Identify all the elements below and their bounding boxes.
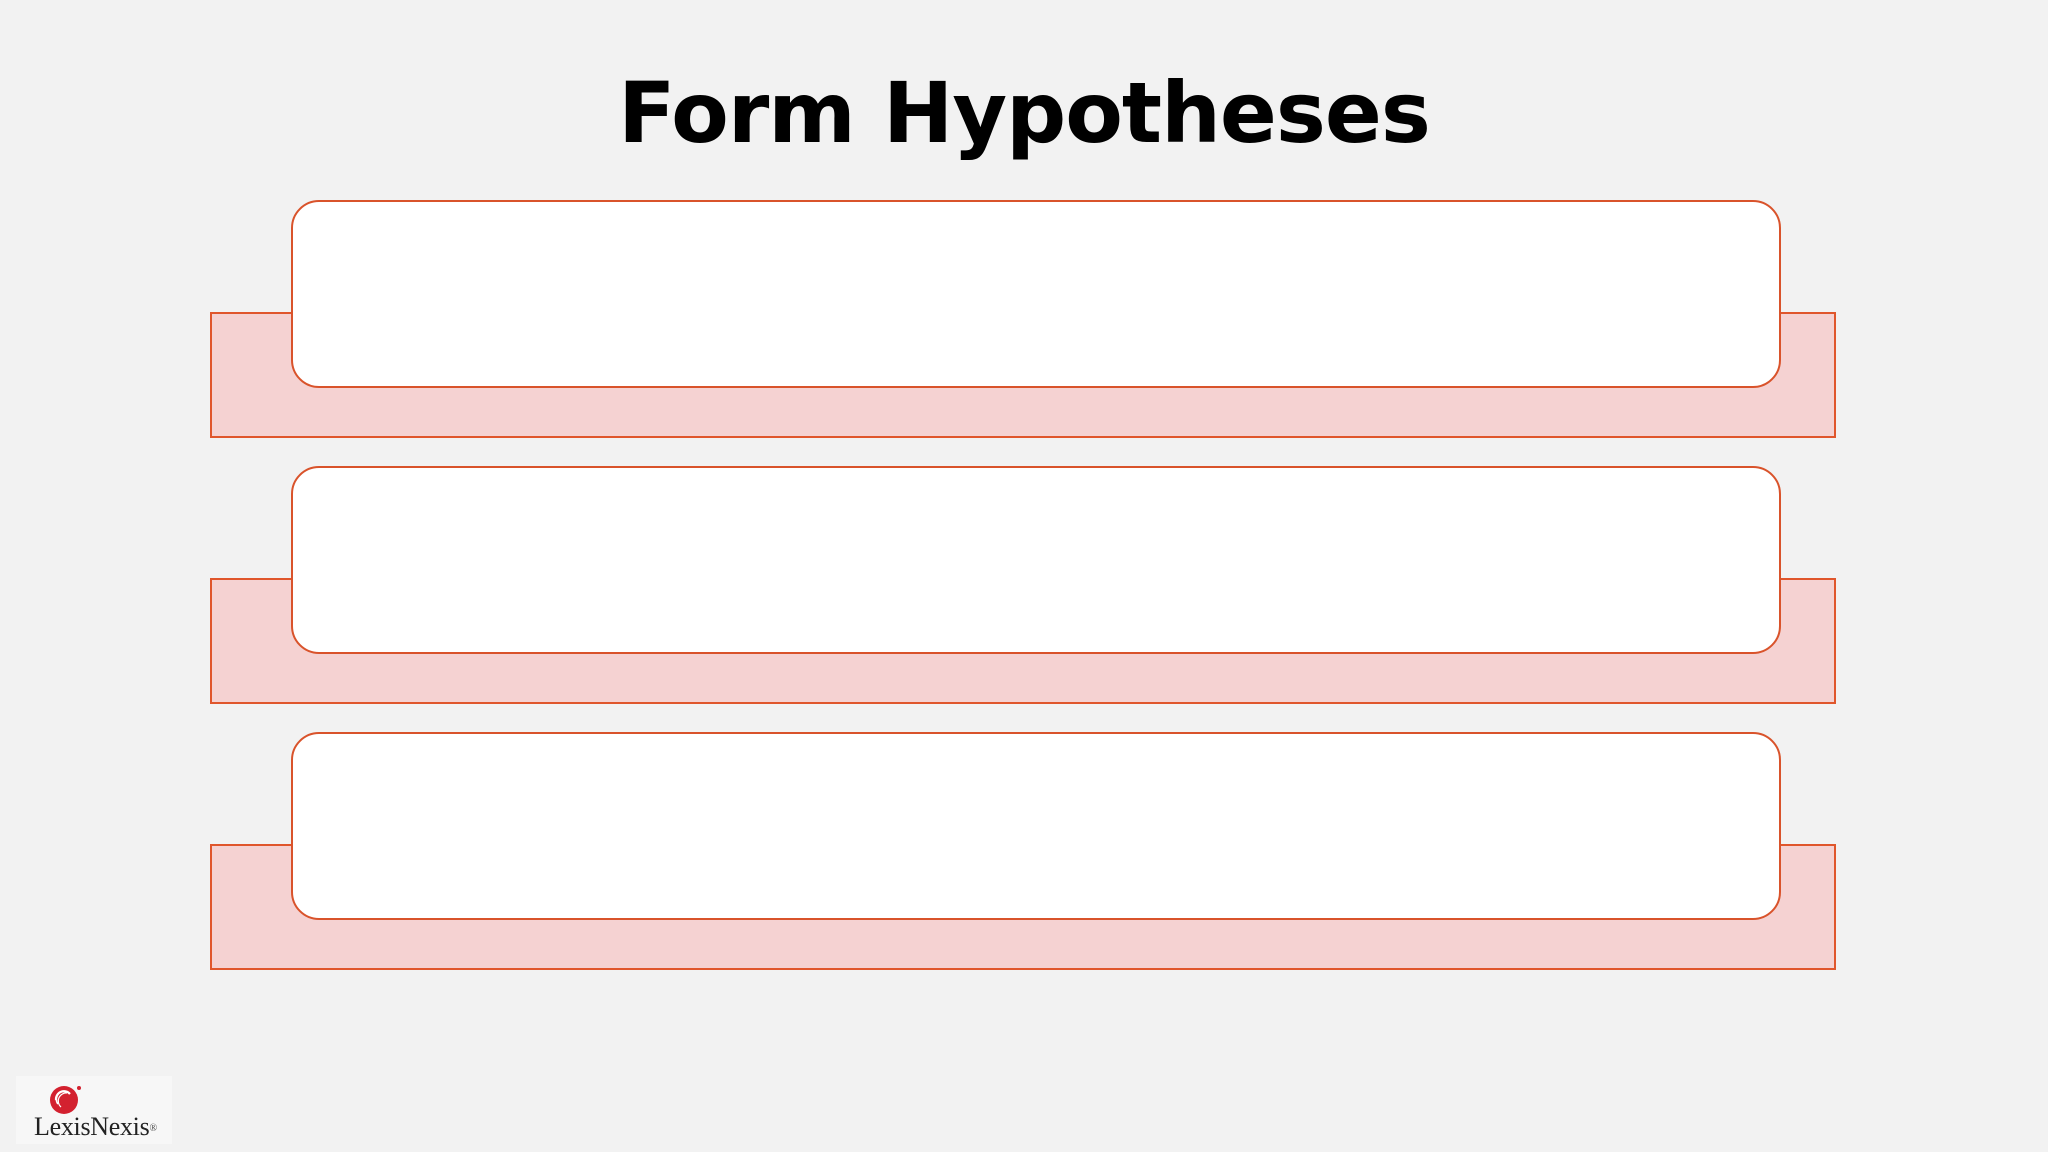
hypothesis-row	[0, 200, 2048, 440]
slide-title: Form Hypotheses	[618, 64, 1431, 162]
lexisnexis-wordmark: LexisNexis®	[34, 1110, 157, 1146]
registered-mark: ®	[149, 1123, 157, 1134]
logo-wordmark-text: LexisNexis	[34, 1112, 150, 1141]
hypothesis-row	[0, 732, 2048, 972]
hypothesis-row	[0, 466, 2048, 706]
lexisnexis-logo: LexisNexis®	[16, 1076, 172, 1144]
hypothesis-card	[291, 200, 1781, 388]
hypothesis-card	[291, 466, 1781, 654]
lexisnexis-logo-icon	[50, 1086, 81, 1114]
hypothesis-card	[291, 732, 1781, 920]
